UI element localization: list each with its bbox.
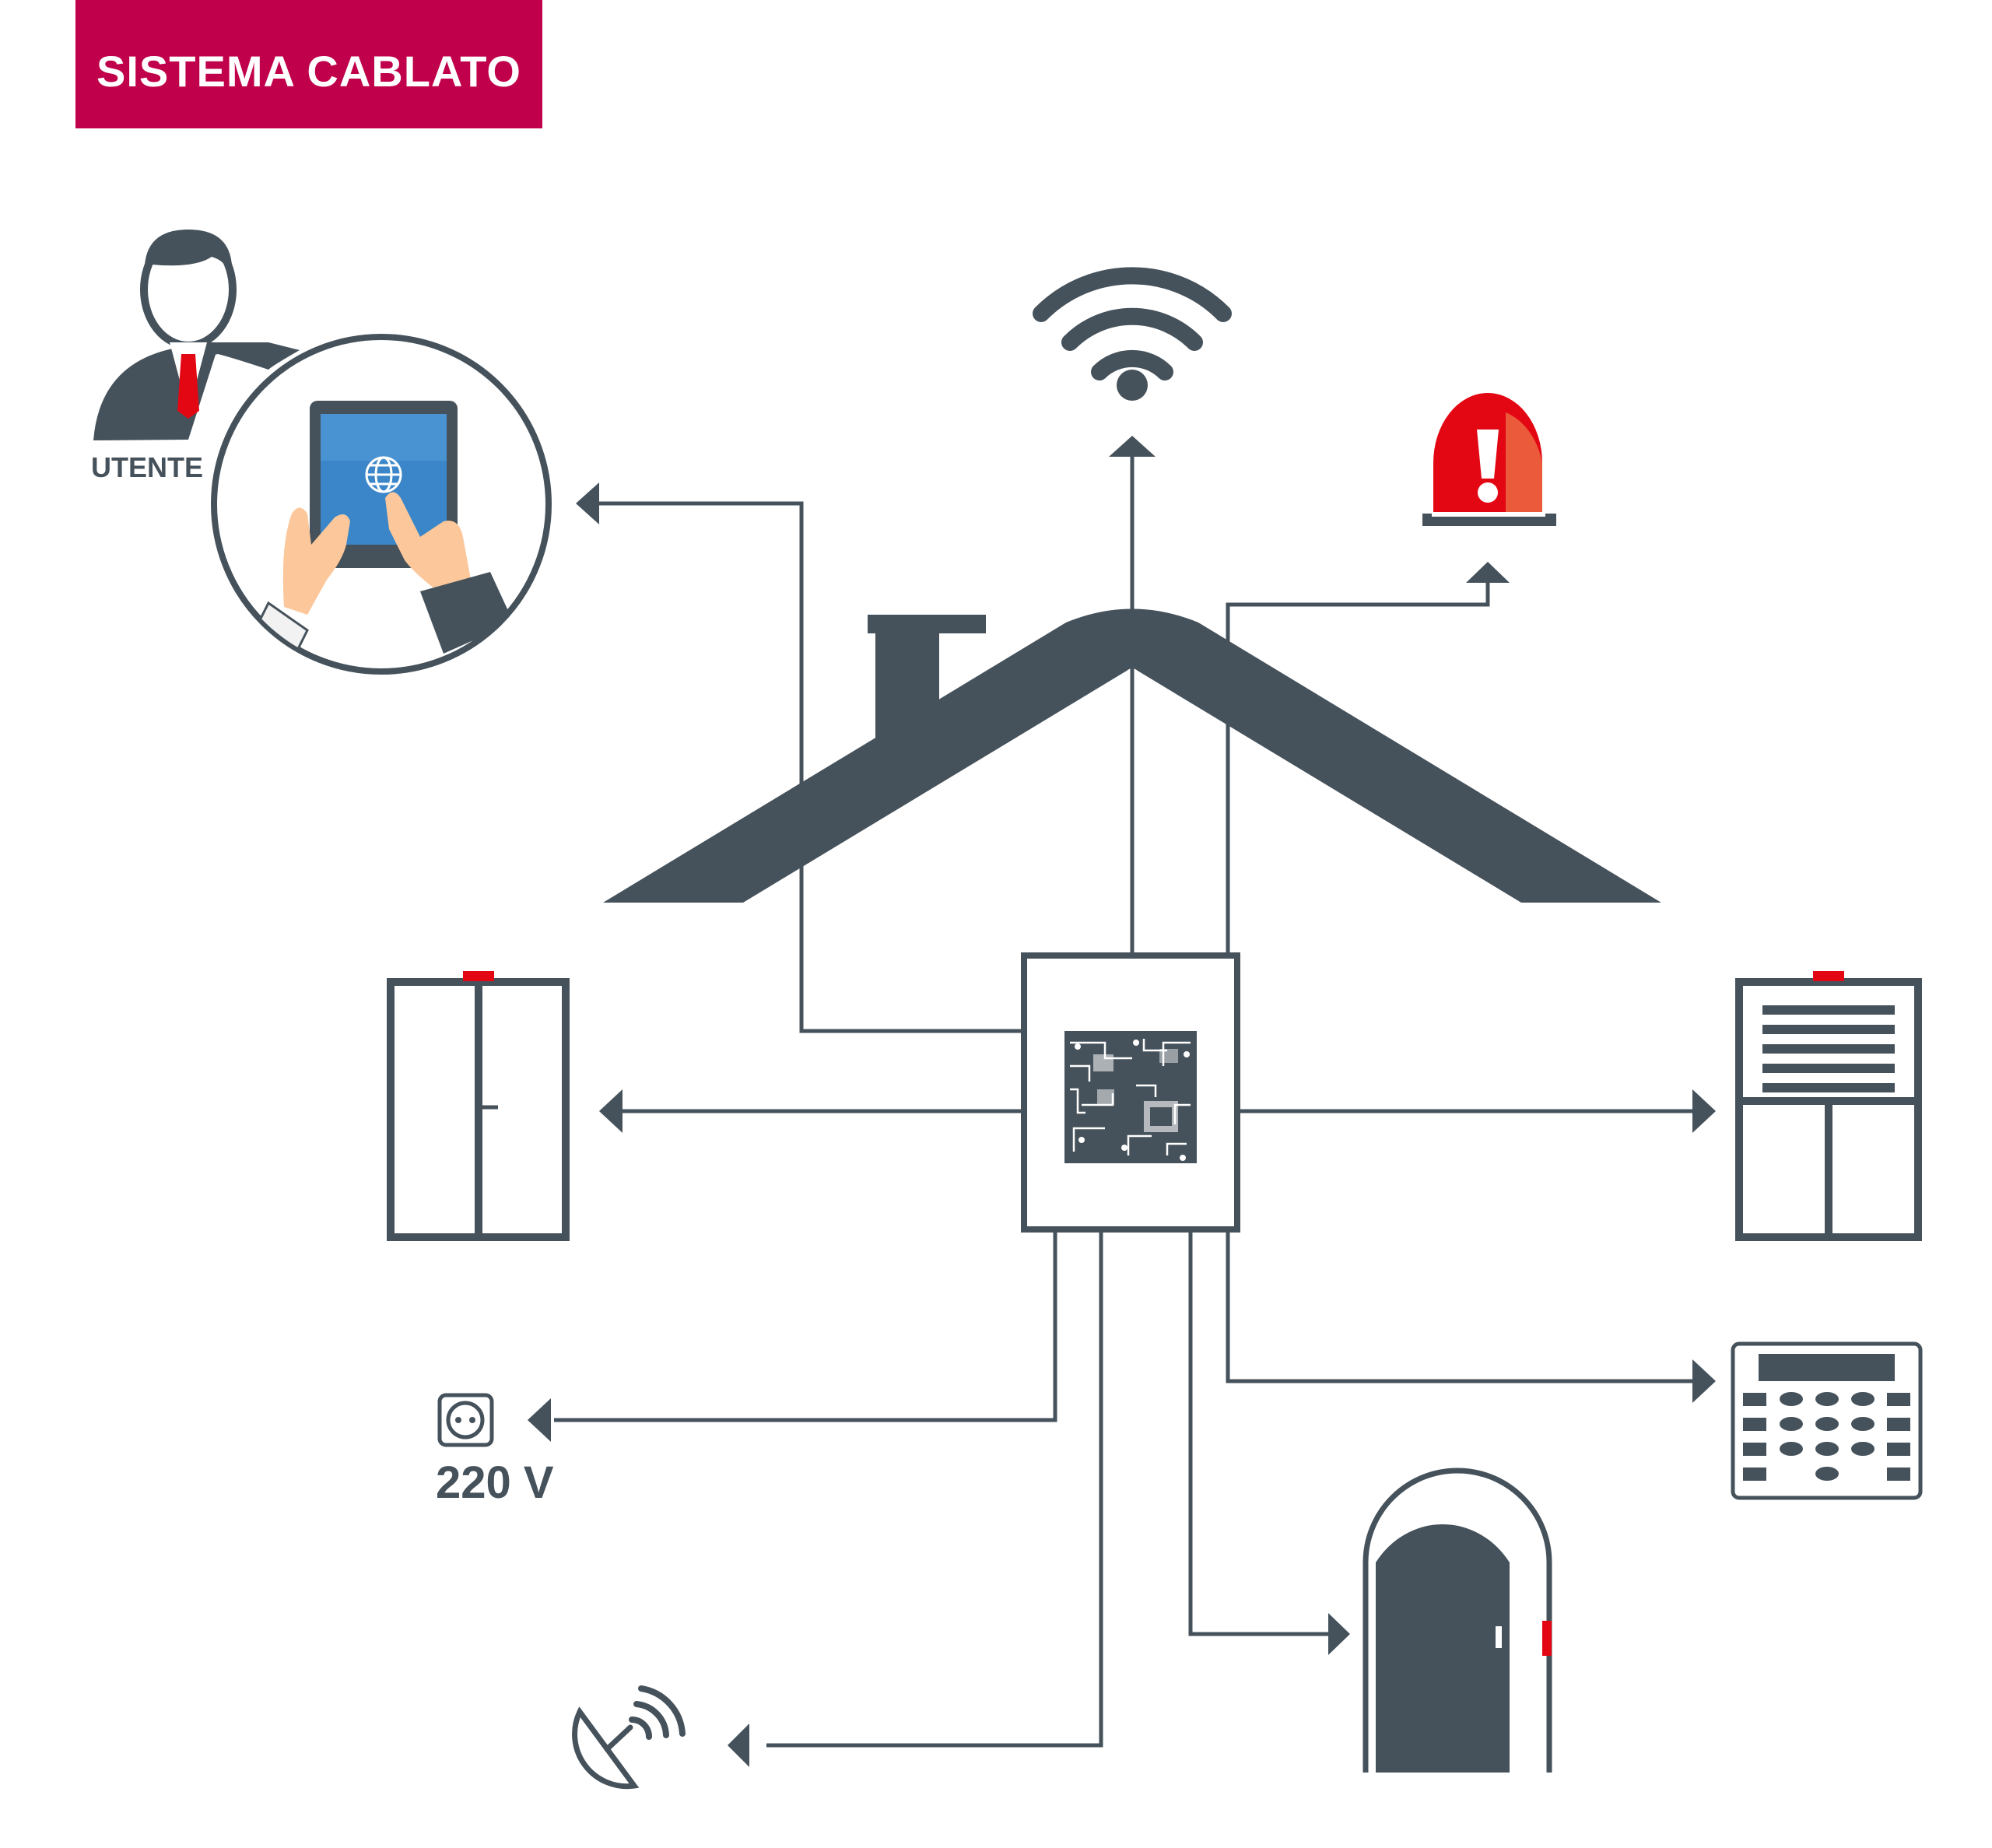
wifi-icon (1033, 267, 1232, 401)
keypad-icon (1731, 1341, 1923, 1500)
arrow-heads (528, 436, 1716, 1767)
arrow-power (528, 1398, 551, 1442)
globe-icon (365, 456, 402, 493)
title-banner: SISTEMA CABLATO (75, 0, 542, 128)
shutter-window-sensor-icon (1735, 971, 1922, 1241)
user-avatar-icon (93, 230, 300, 440)
right-hand (385, 492, 471, 595)
user-label: UTENTE (91, 451, 203, 483)
chimney-cap (868, 615, 986, 633)
arrow-siren (1466, 562, 1510, 583)
left-hand (282, 507, 350, 615)
window-sensor-icon (387, 971, 570, 1241)
arrow-user (576, 482, 599, 524)
circuit-board-icon (1064, 1031, 1197, 1163)
user-tablet-icon: UTENTE (91, 230, 552, 675)
door-sensor-icon (1362, 1468, 1552, 1773)
arrow-window-right (1692, 1089, 1716, 1133)
line-to-user (593, 501, 1029, 1033)
arrow-door (1328, 1613, 1350, 1655)
arrow-window-left (599, 1089, 622, 1133)
alarm-siren-icon (1422, 393, 1556, 526)
line-to-power (554, 1229, 1057, 1422)
arrow-wifi (1109, 436, 1156, 457)
page-title: SISTEMA CABLATO (96, 47, 521, 96)
arrow-keypad (1692, 1359, 1716, 1403)
right-sleeve (420, 572, 514, 654)
line-to-door (1188, 1229, 1331, 1636)
connection-lines (554, 455, 1696, 1748)
power-label: 220 V (436, 1457, 554, 1508)
line-to-satellite (766, 1229, 1103, 1748)
power-socket-icon (437, 1393, 494, 1447)
control-panel (1021, 952, 1240, 1233)
arrow-satellite (728, 1724, 749, 1767)
line-to-siren (1226, 582, 1490, 956)
line-to-keypad (1226, 1229, 1696, 1383)
satellite-dish-icon (572, 1685, 686, 1790)
